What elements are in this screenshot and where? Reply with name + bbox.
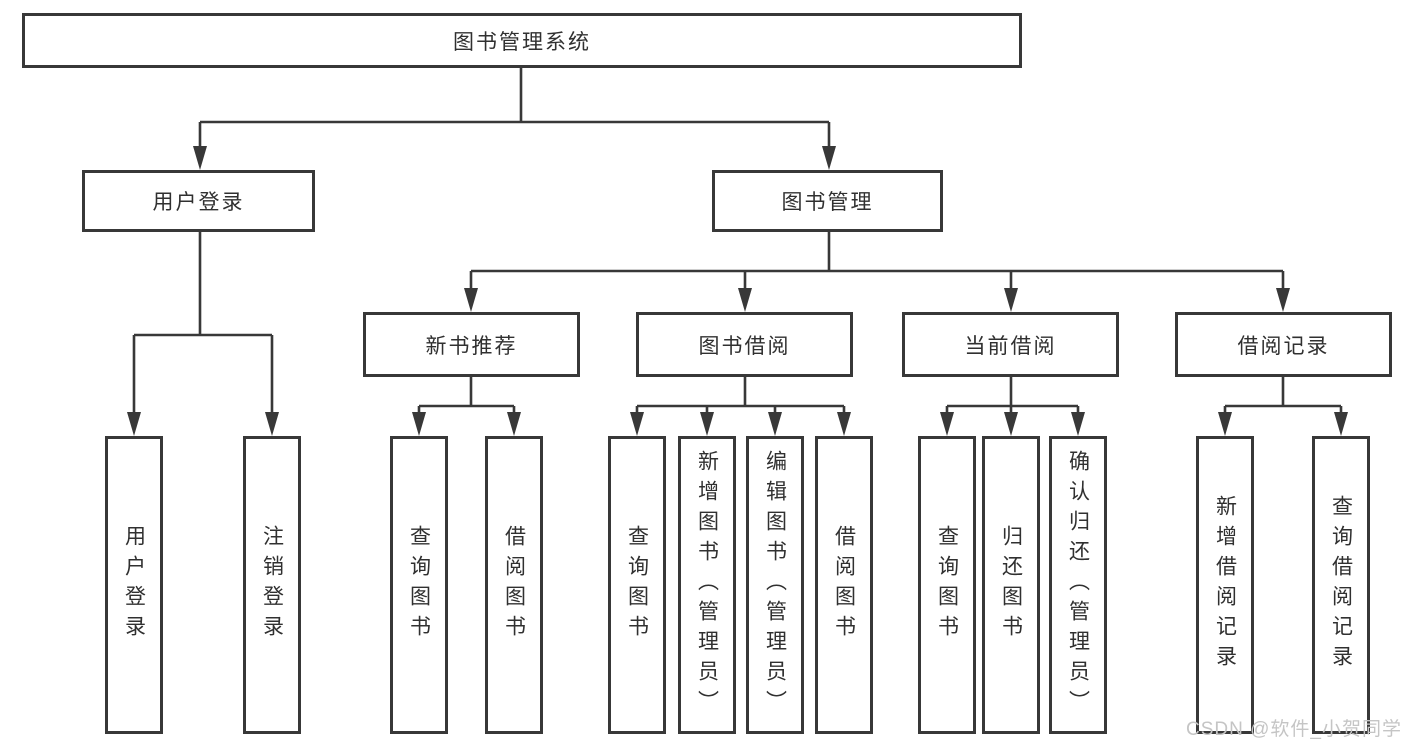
arrowhead-current-borrow bbox=[1004, 288, 1018, 312]
arrowhead-leaf-add-book bbox=[700, 412, 714, 436]
arrowhead-leaf-query-books-3 bbox=[940, 412, 954, 436]
leaf-confirm-return-admin: 确认归还（管理员） bbox=[1049, 436, 1107, 734]
node-root: 图书管理系统 bbox=[22, 13, 1022, 68]
leaf-borrow-books-2: 借阅图书 bbox=[815, 436, 873, 734]
arrowhead-leaf-query-books-2 bbox=[630, 412, 644, 436]
node-new-book-recommend: 新书推荐 bbox=[363, 312, 580, 377]
leaf-return-book: 归还图书 bbox=[982, 436, 1040, 734]
arrowhead-leaf-logout bbox=[265, 412, 279, 436]
arrowhead-user-login bbox=[193, 146, 207, 170]
arrowhead-borrow-records bbox=[1276, 288, 1290, 312]
arrowhead-leaf-add-borrow-record bbox=[1218, 412, 1232, 436]
arrowhead-book-borrow bbox=[738, 288, 752, 312]
leaf-borrow-books-1: 借阅图书 bbox=[485, 436, 543, 734]
leaf-logout: 注销登录 bbox=[243, 436, 301, 734]
leaf-edit-book-admin: 编辑图书（管理员） bbox=[746, 436, 804, 734]
leaf-add-book-admin: 新增图书（管理员） bbox=[678, 436, 736, 734]
arrowhead-leaf-borrow-books-2 bbox=[837, 412, 851, 436]
leaf-query-books-2: 查询图书 bbox=[608, 436, 666, 734]
leaf-query-borrow-record: 查询借阅记录 bbox=[1312, 436, 1370, 734]
csdn-watermark: CSDN @软件_小贺同学 bbox=[1186, 719, 1402, 740]
node-book-mgmt: 图书管理 bbox=[712, 170, 943, 232]
arrowhead-leaf-return-book bbox=[1004, 412, 1018, 436]
node-borrow-records: 借阅记录 bbox=[1175, 312, 1392, 377]
arrowhead-leaf-query-borrow-record bbox=[1334, 412, 1348, 436]
leaf-user-login: 用户登录 bbox=[105, 436, 163, 734]
arrowhead-book-mgmt bbox=[822, 146, 836, 170]
arrowhead-leaf-confirm-return bbox=[1071, 412, 1085, 436]
arrowhead-leaf-query-books-1 bbox=[412, 412, 426, 436]
leaf-query-books-3: 查询图书 bbox=[918, 436, 976, 734]
node-current-borrow: 当前借阅 bbox=[902, 312, 1119, 377]
node-user-login: 用户登录 bbox=[82, 170, 315, 232]
arrowhead-leaf-edit-book bbox=[768, 412, 782, 436]
leaf-add-borrow-record: 新增借阅记录 bbox=[1196, 436, 1254, 734]
arrowhead-leaf-borrow-books-1 bbox=[507, 412, 521, 436]
arrowhead-leaf-user-login bbox=[127, 412, 141, 436]
node-book-borrow: 图书借阅 bbox=[636, 312, 853, 377]
arrowhead-new-book-recommend bbox=[464, 288, 478, 312]
leaf-query-books-1: 查询图书 bbox=[390, 436, 448, 734]
